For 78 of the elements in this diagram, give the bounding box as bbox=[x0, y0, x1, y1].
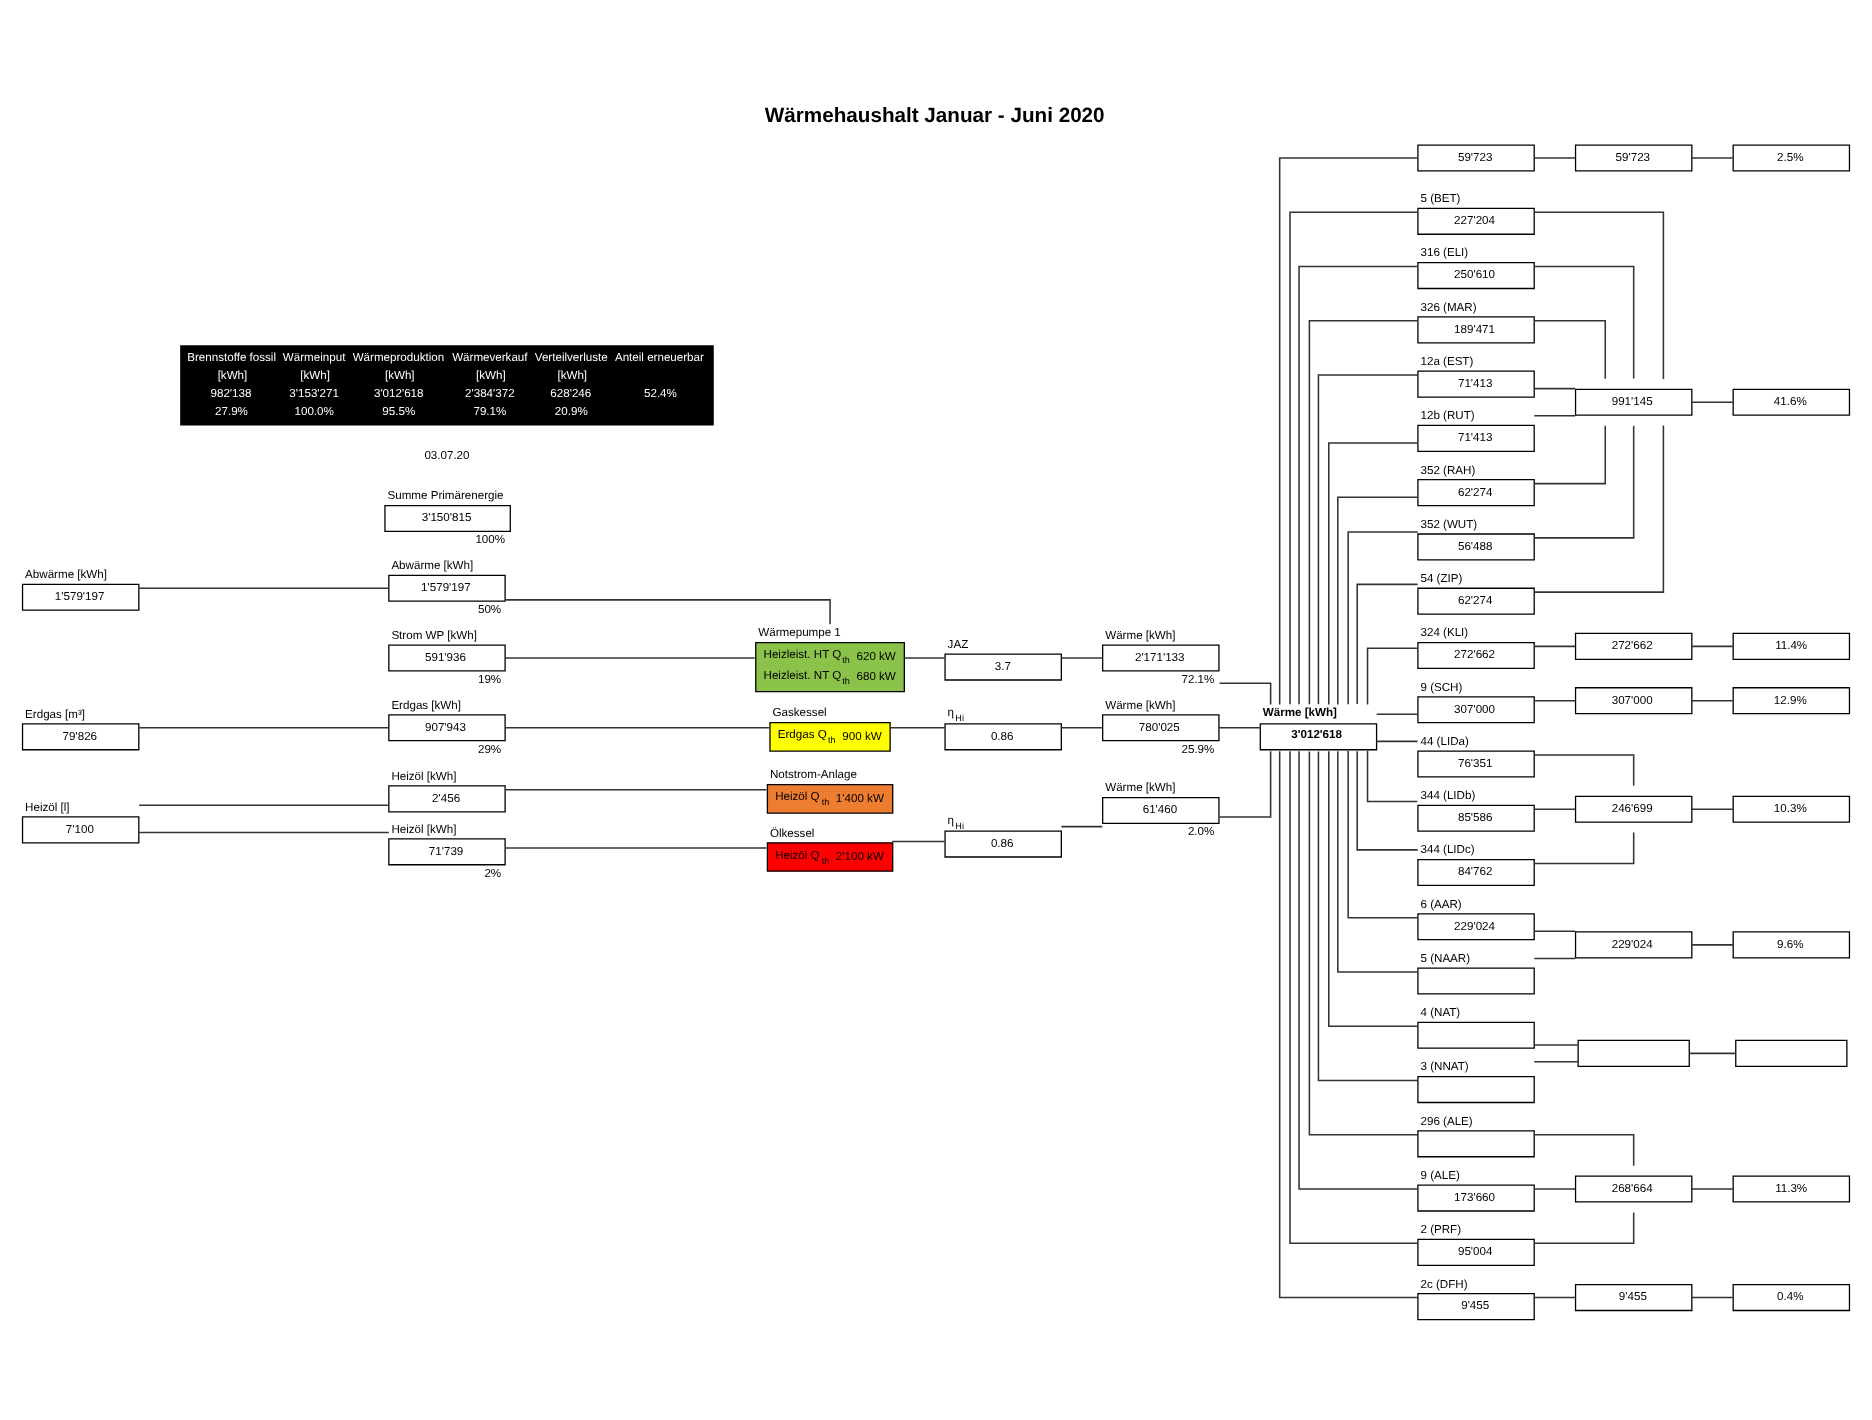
connector bbox=[1347, 749, 1419, 918]
connector bbox=[1328, 749, 1419, 1027]
node-box bbox=[1417, 1129, 1535, 1157]
connector bbox=[1337, 749, 1419, 972]
connector bbox=[1298, 749, 1419, 1189]
connector bbox=[138, 830, 390, 833]
connector bbox=[1533, 698, 1576, 701]
connector bbox=[1691, 698, 1734, 701]
connector bbox=[1289, 749, 1419, 1244]
connector bbox=[504, 726, 770, 728]
connector bbox=[1533, 1187, 1576, 1189]
node-box bbox=[1417, 1075, 1535, 1103]
connector bbox=[1317, 373, 1419, 704]
connector bbox=[138, 803, 390, 806]
connector bbox=[1328, 441, 1419, 705]
connector bbox=[903, 656, 946, 658]
connector bbox=[1356, 582, 1419, 704]
connector bbox=[138, 586, 390, 589]
connector bbox=[1533, 956, 1576, 959]
connector bbox=[504, 846, 768, 848]
connector bbox=[1691, 1295, 1734, 1298]
connector bbox=[1533, 1210, 1635, 1244]
connector bbox=[1060, 656, 1104, 658]
connector bbox=[1533, 1295, 1576, 1298]
connector bbox=[1688, 1051, 1737, 1054]
connector bbox=[1533, 319, 1607, 379]
diagram-title: Wärmehaushalt Januar - Juni 2020 bbox=[764, 104, 1105, 127]
connector bbox=[1060, 726, 1104, 728]
connector bbox=[1533, 414, 1576, 416]
connector bbox=[1533, 1060, 1579, 1062]
node-box bbox=[1735, 1038, 1848, 1066]
connector bbox=[1691, 156, 1734, 158]
node-box bbox=[1417, 966, 1535, 994]
connector bbox=[1533, 1133, 1635, 1166]
connector bbox=[1278, 156, 1419, 705]
connector bbox=[1533, 264, 1635, 379]
connector bbox=[1218, 749, 1272, 817]
connector bbox=[1691, 644, 1734, 647]
connector bbox=[1317, 749, 1419, 1081]
node-box bbox=[1577, 1038, 1690, 1066]
connector bbox=[1366, 646, 1419, 705]
node-box bbox=[1417, 1020, 1535, 1048]
connector bbox=[504, 598, 831, 624]
connector bbox=[1533, 423, 1607, 484]
connector bbox=[1533, 753, 1635, 786]
connector bbox=[1533, 156, 1576, 158]
connector bbox=[504, 788, 768, 790]
connector bbox=[1347, 530, 1419, 704]
connector bbox=[1289, 210, 1419, 705]
connector bbox=[1533, 830, 1635, 864]
connector bbox=[138, 726, 390, 728]
connector bbox=[1218, 681, 1272, 705]
connector bbox=[1337, 495, 1419, 705]
connector bbox=[1298, 264, 1419, 705]
connector bbox=[1375, 712, 1419, 714]
connector bbox=[1533, 1043, 1579, 1045]
connector bbox=[1533, 644, 1576, 647]
connector bbox=[1533, 386, 1576, 389]
connector bbox=[1533, 423, 1665, 592]
connector bbox=[1308, 749, 1419, 1135]
connector bbox=[504, 656, 756, 658]
connector bbox=[1533, 424, 1635, 538]
connector bbox=[1218, 726, 1261, 728]
connector bbox=[1278, 749, 1419, 1298]
connector bbox=[1691, 943, 1734, 945]
connector bbox=[1691, 1187, 1734, 1189]
connector bbox=[1060, 824, 1104, 827]
connector bbox=[1691, 807, 1734, 809]
connector bbox=[1375, 739, 1419, 742]
connector bbox=[1356, 749, 1419, 850]
connector bbox=[1533, 929, 1576, 932]
connector bbox=[891, 839, 946, 842]
connector bbox=[1308, 319, 1419, 704]
connector bbox=[888, 726, 946, 728]
connector bbox=[1533, 807, 1576, 809]
connector bbox=[1366, 749, 1419, 802]
connector bbox=[1691, 400, 1734, 402]
connector bbox=[1533, 210, 1665, 379]
